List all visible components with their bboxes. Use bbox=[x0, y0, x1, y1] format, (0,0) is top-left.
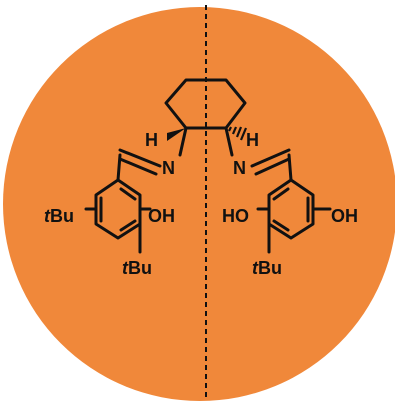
wedge-bond-left bbox=[167, 128, 186, 141]
tbu-label-bottom-left: tBu bbox=[122, 258, 152, 278]
orange-disc-background bbox=[3, 7, 395, 401]
oh-label-left: OH bbox=[148, 206, 175, 226]
bond-ring-to-n-right bbox=[224, 126, 234, 157]
n-label-right: N bbox=[233, 158, 246, 178]
left-salicylaldimine bbox=[84, 148, 162, 254]
h-label-right: H bbox=[246, 130, 259, 150]
oh-label-green: OH bbox=[331, 206, 358, 226]
tbu-label-bottom-right: tBu bbox=[252, 258, 282, 278]
n-label-left: N bbox=[162, 158, 175, 178]
tbu-label-left: tBu bbox=[44, 206, 74, 226]
ho-label-right: HO bbox=[222, 206, 249, 226]
right-salicylaldimine bbox=[250, 148, 332, 254]
h-label-left: H bbox=[145, 130, 158, 150]
hashed-bond-right bbox=[228, 126, 248, 141]
bond-ring-to-n-left bbox=[178, 126, 188, 157]
